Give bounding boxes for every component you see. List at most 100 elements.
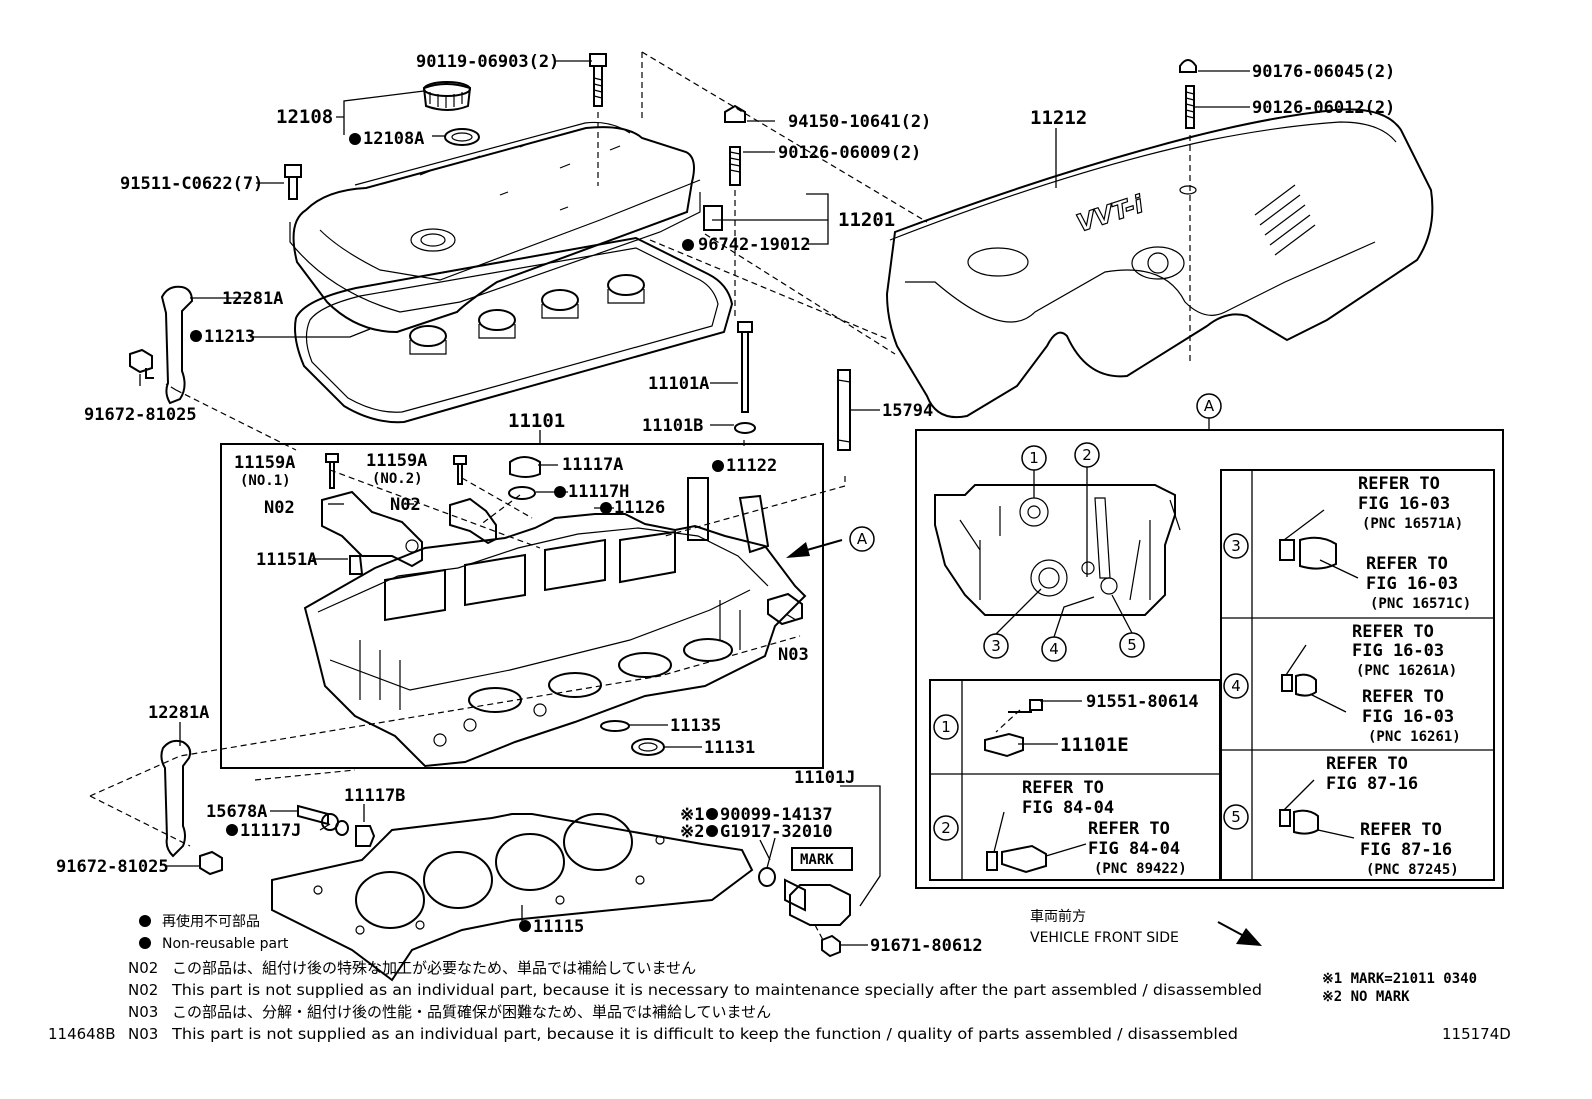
row-4-a-l2: FIG 16-03 [1352, 641, 1444, 661]
label-11151A: 11151A [256, 550, 317, 570]
label-12281A-top: 12281A [222, 289, 283, 309]
row-2-num: 2 [941, 819, 951, 837]
detail-a-title: A [1204, 397, 1215, 415]
stud-and-nut [724, 104, 746, 186]
bolt-91672-top [129, 348, 154, 379]
row-4-b-l3: (PNC 16261) [1368, 729, 1461, 745]
label-90099-mark: ※1 [680, 805, 704, 825]
head-cover-gasket [294, 236, 734, 424]
vehicle-front-jp: 車両前方 [1030, 908, 1086, 925]
camshaft-bearing-caps [321, 490, 497, 568]
row-2-ref2-l2: FIG 84-04 [1088, 839, 1180, 859]
row-5-b-l1: REFER TO [1360, 820, 1442, 840]
vehicle-front-en: VEHICLE FRONT SIDE [1030, 930, 1179, 946]
cylinder-head [303, 513, 807, 768]
label-91671: 91671-80612 [870, 936, 983, 956]
filler-cap-gasket [444, 128, 480, 146]
label-G1917: G1917-32010 [720, 822, 833, 842]
notes: N02 この部品は、組付け後の特殊な加工が必要なため、単品では補給していません … [48, 959, 1262, 1043]
id-left: 114648B [48, 1025, 116, 1043]
label-12108A: 12108A [363, 129, 424, 149]
label-11159A-no2: 11159A [366, 451, 427, 471]
row-5-b-l3: (PNC 87245) [1366, 862, 1459, 878]
row-4-a-l1: REFER TO [1352, 622, 1434, 642]
oil-filler-cap [422, 81, 472, 111]
row-4-num: 4 [1231, 677, 1241, 695]
row-5-num: 5 [1231, 808, 1241, 826]
label-11101: 11101 [508, 410, 565, 432]
callout-5: 5 [1127, 636, 1137, 654]
note-n02-en: This part is not supplied as an individu… [171, 981, 1262, 999]
vehicle-front-arrow [1217, 921, 1245, 937]
callout-1: 1 [1029, 449, 1039, 467]
row-4-b-l2: FIG 16-03 [1362, 707, 1454, 727]
label-11101A: 11101A [648, 374, 709, 394]
label-11131: 11131 [704, 738, 755, 758]
label-91672-bottom: 91672-81025 [56, 857, 169, 877]
row-3-a-l3: (PNC 16571A) [1362, 516, 1463, 532]
detail-a-labels: A 1 2 3 4 5 1 91551-80614 11101E 2 REFER… [933, 397, 1471, 878]
detail-a-panel [915, 393, 1504, 889]
footnote-mark-1: ※1 MARK=21011 0340 [1322, 971, 1477, 987]
row-4-b-l1: REFER TO [1362, 687, 1444, 707]
note-n03-code-en: N03 [128, 1025, 158, 1043]
oil-control-valve-group [758, 785, 881, 958]
label-11213: 11213 [204, 327, 255, 347]
footnotes: ※1 MARK=21011 0340 ※2 NO MARK 115174D [1322, 971, 1511, 1043]
label-90099: 90099-14137 [720, 805, 833, 825]
label-arrow-a: A [857, 530, 868, 548]
label-11117J: 11117J [240, 821, 301, 841]
note-n02-jp: この部品は、組付け後の特殊な加工が必要なため、単品では補給していません [172, 959, 696, 977]
row-1-num: 1 [941, 718, 951, 736]
valve-cover-group [129, 53, 746, 424]
label-96742: 96742-19012 [698, 235, 811, 255]
row-3-b-l1: REFER TO [1366, 554, 1448, 574]
note-n03-jp: この部品は、分解・組付け後の性能・品質確保が困難なため、単品では補給していません [172, 1003, 771, 1021]
leader-lines [139, 60, 1250, 946]
label-n03: N03 [778, 645, 809, 665]
row-1-part-91551: 91551-80614 [1086, 692, 1199, 712]
row-5-b-l2: FIG 87-16 [1360, 840, 1452, 860]
label-11159A-no1: 11159A [234, 453, 295, 473]
row-2-ref2-l1: REFER TO [1088, 819, 1170, 839]
legend-dot-jp [139, 915, 151, 927]
label-91511: 91511-C0622(7) [120, 174, 263, 194]
label-11117A: 11117A [562, 455, 623, 475]
label-11159A-no2-sub: (NO.2) [372, 471, 423, 487]
detail-a-ref-circle [849, 526, 875, 552]
legend-area: 再使用不可部品 Non-reusable part 車両前方 VEHICLE F… [162, 908, 1179, 952]
label-11212: 11212 [1030, 107, 1087, 129]
bolt-90119 [589, 53, 607, 107]
label-n02-mid: N02 [390, 495, 421, 515]
label-12108: 12108 [276, 106, 333, 128]
label-G1917-mark: ※2 [680, 822, 704, 842]
label-11126: 11126 [614, 498, 665, 518]
id-right: 115174D [1442, 1025, 1511, 1043]
legend-dot-en [139, 937, 151, 949]
callout-2: 2 [1082, 446, 1092, 464]
note-n02-code-jp: N02 [128, 959, 158, 977]
label-11101J: 11101J [794, 768, 855, 788]
lower-left-parts [89, 635, 801, 982]
label-15794: 15794 [882, 401, 933, 421]
cylinder-head-box [220, 443, 824, 769]
label-90119: 90119-06903(2) [416, 52, 559, 72]
engine-hanger-top [160, 285, 194, 405]
row-2-ref2-l3: (PNC 89422) [1094, 861, 1187, 877]
label-n02-left: N02 [264, 498, 295, 518]
label-91672-top: 91672-81025 [84, 405, 197, 425]
label-mark: MARK [800, 852, 834, 868]
label-11135: 11135 [670, 716, 721, 736]
callout-3: 3 [991, 637, 1001, 655]
row-2-ref1-l2: FIG 84-04 [1022, 798, 1114, 818]
label-90126-06009: 90126-06009(2) [778, 143, 921, 163]
label-12281A-bottom: 12281A [148, 703, 209, 723]
cylinder-head-cover [289, 121, 723, 334]
label-11117H: 11117H [568, 482, 629, 502]
part-labels: 90119-06903(2) 12108 12108A 91511-C0622(… [56, 52, 1395, 956]
box-small-parts [325, 453, 875, 756]
label-11115: 11115 [533, 917, 584, 937]
label-15678A: 15678A [206, 802, 267, 822]
row-4-a-l3: (PNC 16261A) [1356, 663, 1457, 679]
label-90126-06012: 90126-06012(2) [1252, 98, 1395, 118]
